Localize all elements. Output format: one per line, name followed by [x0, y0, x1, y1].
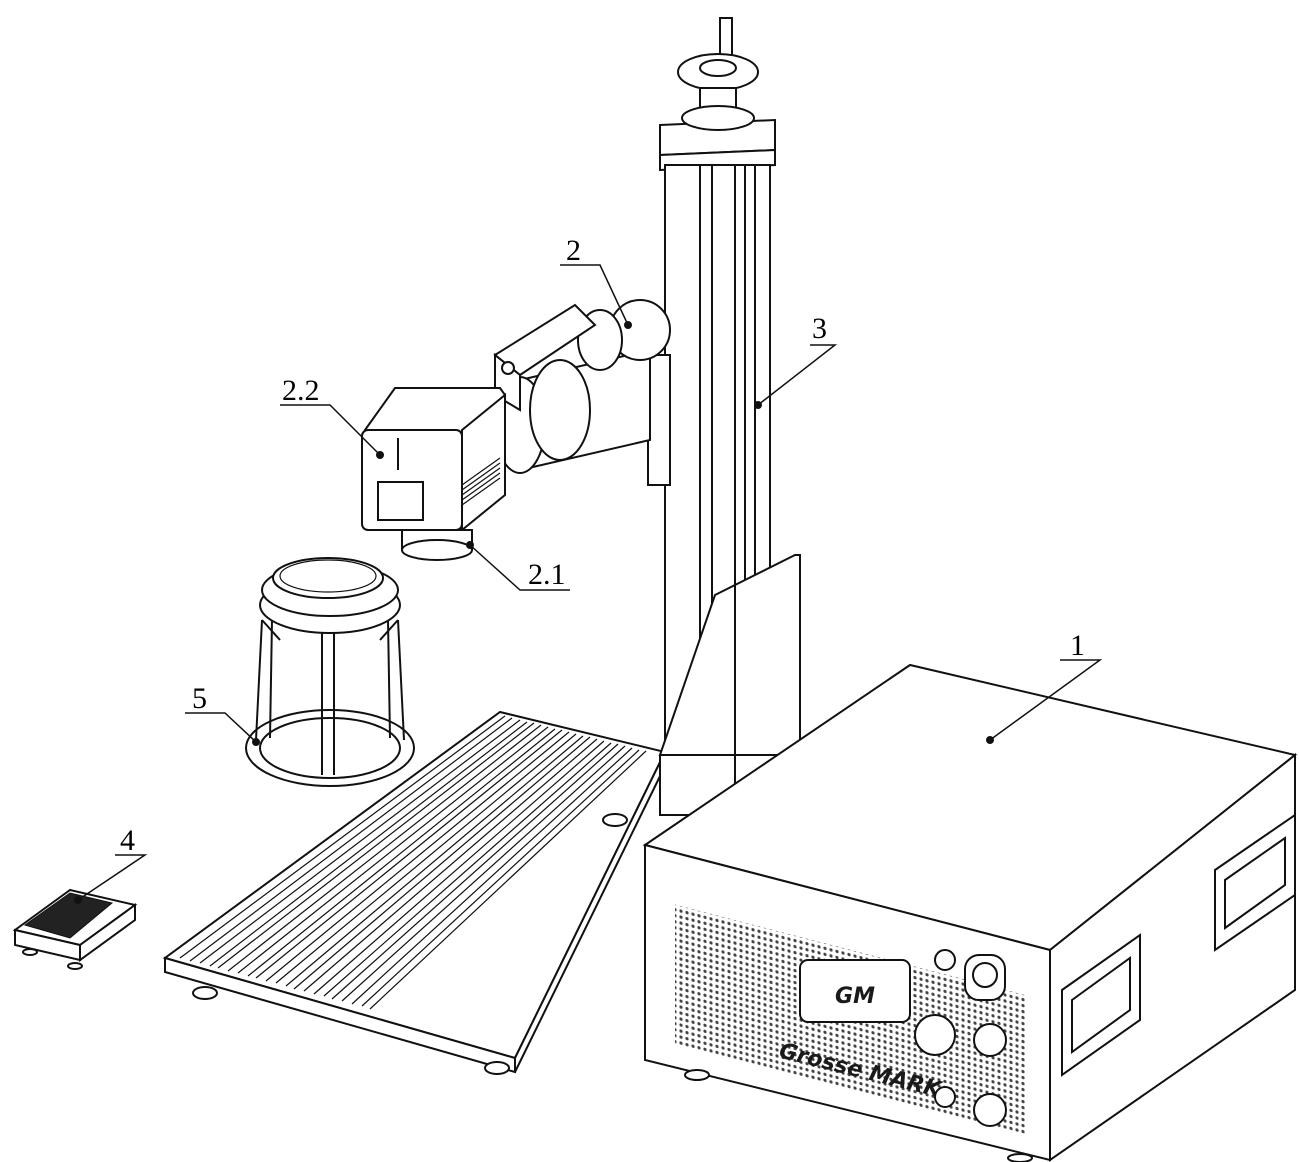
callout-1: 1: [1070, 629, 1085, 662]
rotary-knob[interactable]: [914, 1014, 956, 1056]
side-handle: [1061, 813, 1296, 1077]
callout-4: 4: [120, 824, 135, 857]
t-slot-work-table: [162, 710, 667, 1075]
indicator-light: [934, 949, 956, 971]
indicator-light: [934, 1086, 956, 1108]
callout-5: 5: [192, 682, 207, 715]
laser-head-arm: [493, 299, 671, 486]
callout-2-1: 2.1: [528, 558, 566, 591]
rotary-cup-fixture: [245, 557, 415, 787]
emergency-button[interactable]: [973, 1093, 1007, 1127]
callout-3: 3: [812, 312, 827, 345]
callout-2: 2: [566, 234, 581, 267]
brand-logo: GM: [799, 959, 911, 1023]
vertical-column: [658, 17, 801, 816]
brand-logo-text: GM: [835, 984, 875, 1009]
foot-pedal: [12, 888, 138, 970]
callout-leaders: [74, 264, 1103, 904]
f-theta-lens: [401, 529, 473, 561]
callout-labels: 1 2 2.2 2.1 3 4 5: [120, 234, 1085, 857]
control-box: GM Grosse MARK: [642, 663, 1298, 1162]
scan-head-box: [361, 387, 507, 533]
callout-2-2: 2.2: [282, 374, 320, 407]
power-button[interactable]: [973, 1023, 1007, 1057]
